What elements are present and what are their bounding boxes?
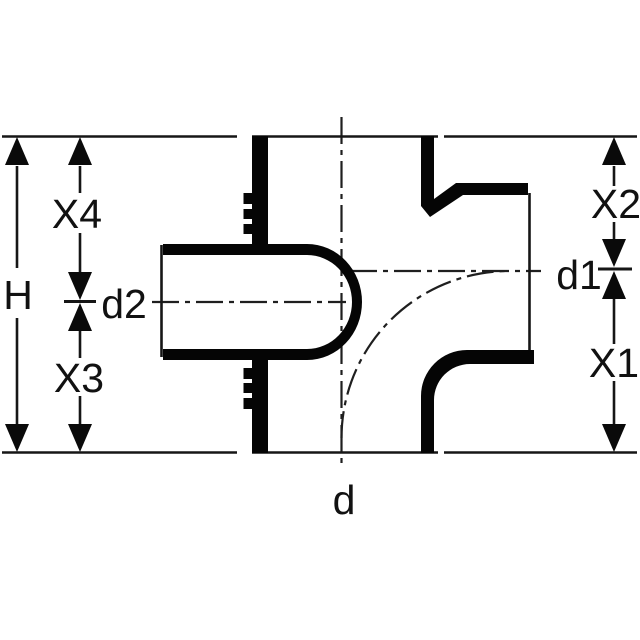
arrow-down-X2 bbox=[602, 239, 626, 267]
outlet-d1-lower-contour bbox=[421, 350, 534, 453]
arrow-down-H bbox=[5, 424, 29, 452]
main-pipe-left-wall-upper bbox=[252, 136, 268, 250]
arrow-up-X3 bbox=[68, 303, 92, 331]
label-X1: X1 bbox=[589, 340, 639, 386]
dimension-labels: H X4 X3 X2 X1 d2 d1 d bbox=[3, 181, 640, 523]
ridge bbox=[243, 383, 253, 393]
label-X4: X4 bbox=[52, 191, 102, 237]
extension-lines bbox=[2, 135, 637, 454]
arrow-down-X3 bbox=[68, 424, 92, 452]
dimension-lines bbox=[5, 137, 632, 452]
arrow-up-X4 bbox=[68, 137, 92, 165]
label-H: H bbox=[3, 272, 33, 318]
center-line-sweep-arc bbox=[340, 269, 511, 439]
label-d1: d1 bbox=[556, 252, 602, 298]
ridge bbox=[243, 224, 253, 234]
label-X2: X2 bbox=[591, 181, 640, 227]
center-lines bbox=[152, 117, 541, 466]
weld-ridges bbox=[243, 193, 253, 409]
arrow-up-X1 bbox=[602, 271, 626, 299]
outlet-d1-upper-contour bbox=[421, 136, 528, 217]
ridge bbox=[243, 368, 253, 379]
ridge bbox=[243, 398, 253, 409]
main-pipe-left-wall-lower bbox=[252, 355, 268, 453]
ridge bbox=[243, 193, 253, 204]
arrow-up-H bbox=[5, 137, 29, 165]
ridge bbox=[243, 209, 253, 219]
label-d2: d2 bbox=[101, 281, 147, 327]
label-X3: X3 bbox=[54, 355, 104, 401]
arrow-down-X1 bbox=[602, 424, 626, 452]
label-d: d bbox=[333, 477, 356, 523]
fitting-body bbox=[163, 136, 534, 453]
arrow-down-X4 bbox=[68, 272, 92, 300]
arrow-up-X2 bbox=[602, 137, 626, 165]
